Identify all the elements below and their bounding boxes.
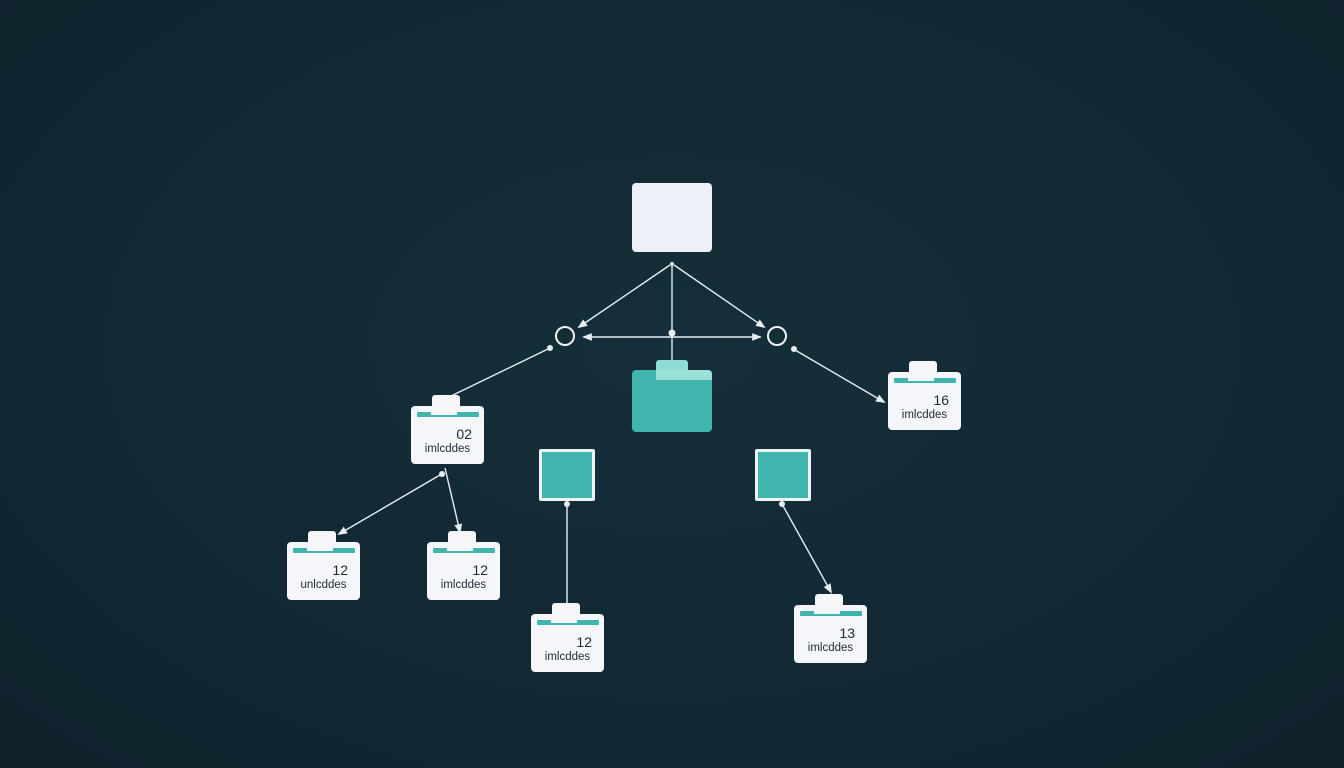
card-number: 12 bbox=[576, 634, 592, 650]
edge-square-right-card-f bbox=[781, 503, 832, 594]
teal-node-right[interactable] bbox=[755, 449, 811, 501]
card-tab bbox=[448, 531, 476, 544]
teal-node-left[interactable] bbox=[539, 449, 595, 501]
card-number: 12 bbox=[472, 562, 488, 578]
edge-card-a-card-c bbox=[337, 474, 441, 535]
root-node[interactable] bbox=[632, 183, 712, 252]
folder-card-b[interactable]: 16 imlcddes bbox=[888, 361, 961, 430]
edge-dot bbox=[439, 471, 445, 477]
card-label: imlcddes bbox=[807, 642, 854, 654]
edge-circle-right-card-b bbox=[794, 349, 886, 403]
folder-lid bbox=[656, 370, 712, 380]
edge-dot bbox=[564, 501, 570, 507]
card-label: imlcddes bbox=[544, 651, 591, 663]
card-label: unlcddes bbox=[300, 579, 347, 591]
edge-root-right bbox=[673, 264, 766, 329]
card-label: imlcddes bbox=[901, 409, 948, 421]
card-tab bbox=[909, 361, 937, 374]
card-number: 13 bbox=[839, 625, 855, 641]
card-number: 12 bbox=[332, 562, 348, 578]
folder-card-c[interactable]: 12 unlcddes bbox=[287, 531, 360, 600]
edge-card-a-card-d bbox=[444, 467, 463, 534]
folder-card-d[interactable]: 12 imlcddes bbox=[427, 531, 500, 600]
edge-dot bbox=[791, 346, 797, 352]
folder-card-a[interactable]: 02 imlcddes bbox=[411, 395, 484, 464]
card-label: imlcddes bbox=[424, 443, 471, 455]
card-tab bbox=[815, 594, 843, 607]
edge-junction-dot bbox=[668, 329, 676, 337]
edge-root-dot bbox=[670, 262, 674, 266]
junction-circle-right[interactable] bbox=[767, 326, 787, 346]
junction-circle-left[interactable] bbox=[555, 326, 575, 346]
card-number: 16 bbox=[933, 392, 949, 408]
edge-dot bbox=[779, 501, 785, 507]
card-label: imlcddes bbox=[440, 579, 487, 591]
card-tab bbox=[432, 395, 460, 408]
folder-card-e[interactable]: 12 imlcddes bbox=[531, 603, 604, 672]
card-tab bbox=[308, 531, 336, 544]
folder-body bbox=[632, 370, 712, 432]
edge-root-left bbox=[577, 264, 671, 329]
card-number: 02 bbox=[456, 426, 472, 442]
edge-circle-left-card-a bbox=[450, 348, 549, 397]
folder-icon[interactable] bbox=[632, 360, 712, 432]
folder-card-f[interactable]: 13 imlcddes bbox=[794, 594, 867, 663]
card-tab bbox=[552, 603, 580, 616]
edge-dot bbox=[547, 345, 553, 351]
